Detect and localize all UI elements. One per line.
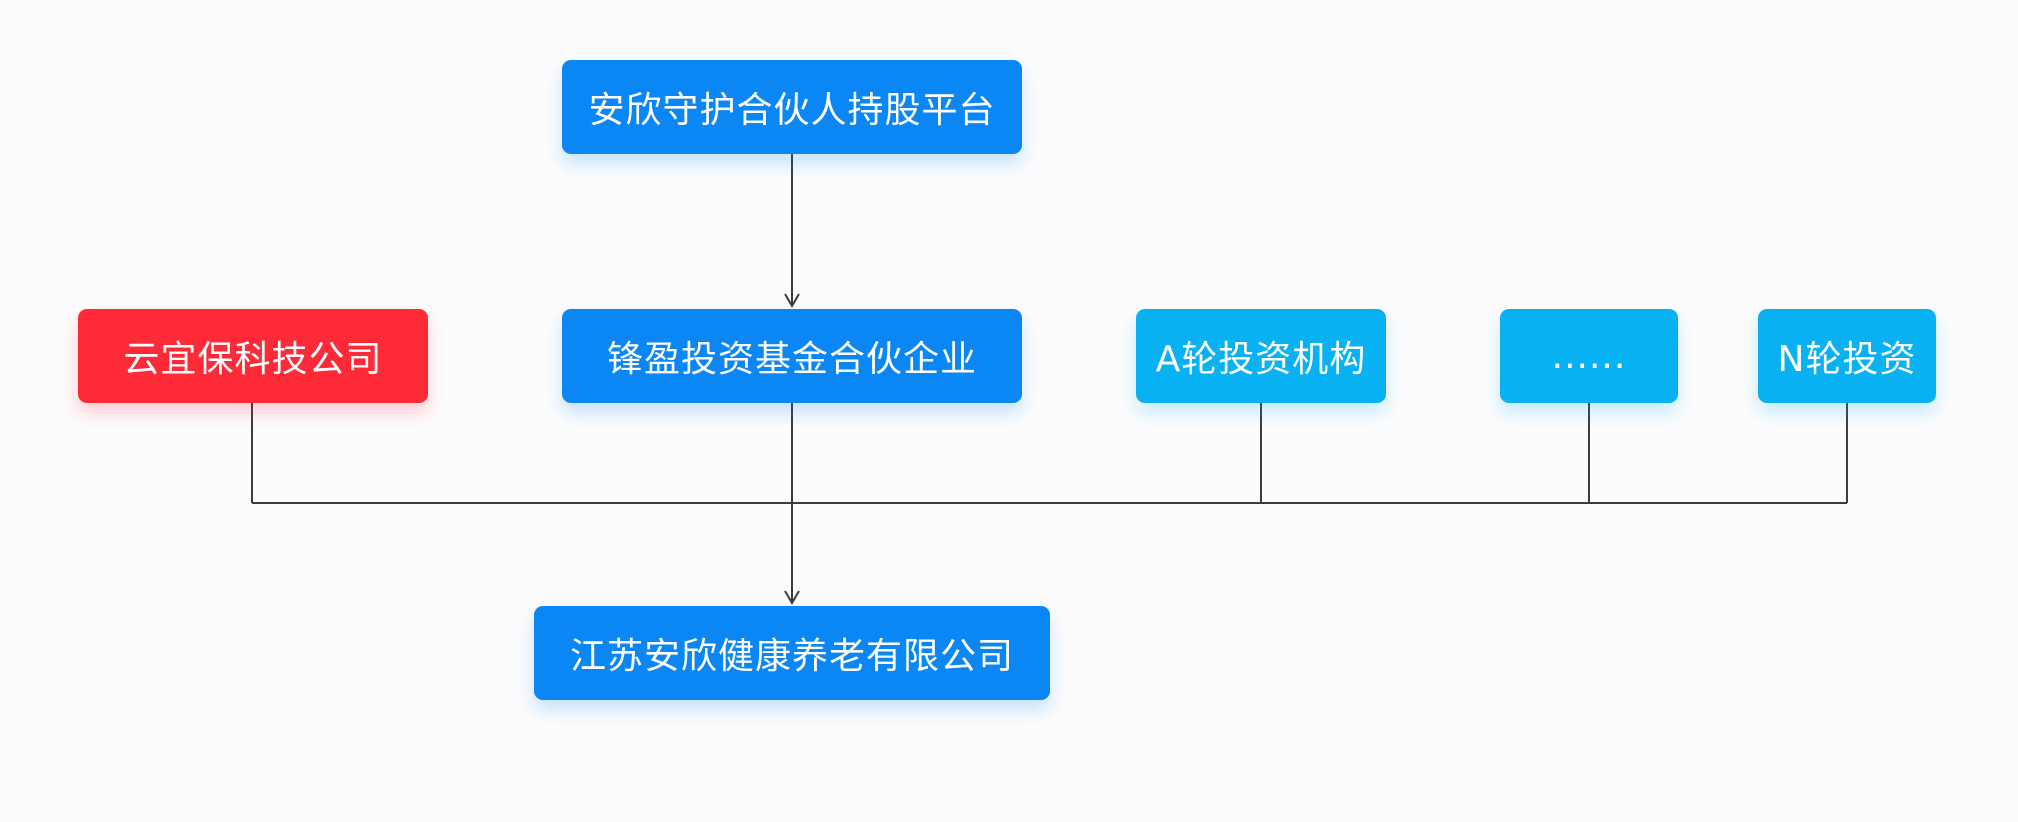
arrowhead-fengying — [784, 293, 800, 308]
node-yunyibao: 云宜保科技公司 — [78, 309, 428, 403]
arrowhead-jiangsu — [784, 590, 800, 605]
node-fengying: 锋盈投资基金合伙企业 — [562, 309, 1022, 403]
node-round-a: A轮投资机构 — [1136, 309, 1386, 403]
node-platform: 安欣守护合伙人持股平台 — [562, 60, 1022, 154]
node-round-n: N轮投资 — [1758, 309, 1936, 403]
node-jiangsu: 江苏安欣健康养老有限公司 — [534, 606, 1050, 700]
node-ellipsis: ...... — [1500, 309, 1678, 403]
